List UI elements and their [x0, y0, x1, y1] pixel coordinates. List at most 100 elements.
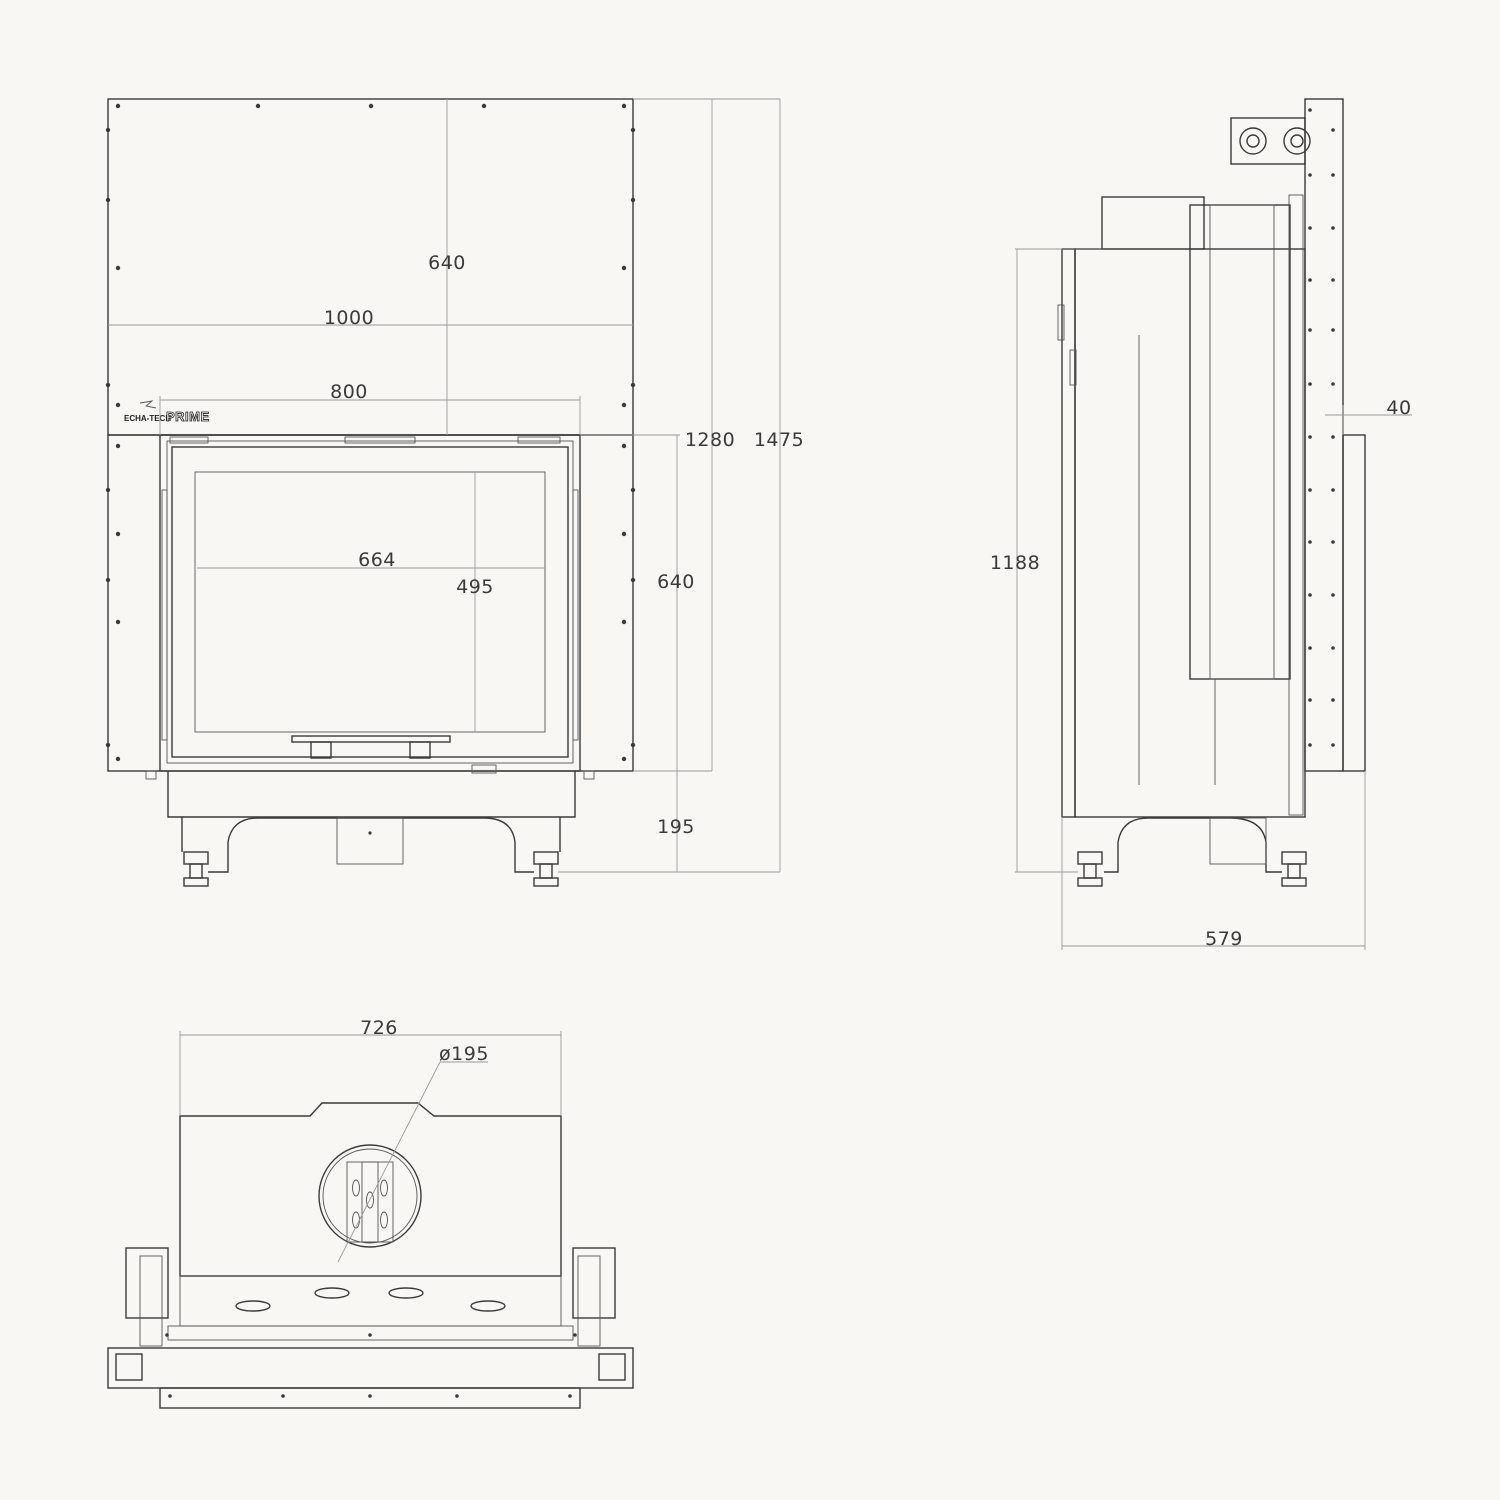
- front-bolt-14: [115, 619, 121, 625]
- front-bolt-24: [105, 487, 111, 493]
- logo-maker-text: ECHA-TECH: [124, 414, 171, 423]
- front-bolts: [105, 103, 636, 762]
- top-hinge-left: [139, 1255, 163, 1347]
- dim-label-opening-width: 800: [330, 381, 368, 403]
- front-bolt-10: [115, 443, 121, 449]
- top-front-frame: [107, 1347, 634, 1389]
- logo-mark-icon: [139, 400, 157, 409]
- dim-label-hood-height: 640: [428, 252, 466, 274]
- side-bolt-3: [1308, 173, 1312, 177]
- flue-slot-3: [380, 1179, 388, 1197]
- dim-label-glass-width: 664: [358, 549, 396, 571]
- side-front-frame: [1304, 98, 1344, 772]
- top-bolts: [165, 1333, 577, 1398]
- side-bolt-14: [1331, 435, 1335, 439]
- front-bolt-22: [105, 382, 111, 388]
- door-latch: [471, 764, 497, 774]
- flue-slot-2: [366, 1191, 374, 1209]
- front-bolt-4: [481, 103, 487, 109]
- side-exchanger-inner: [1209, 204, 1275, 680]
- door-handle-bar: [291, 735, 451, 743]
- dim-label-frame-offset: 40: [1386, 397, 1411, 419]
- front-bolt-3: [368, 103, 374, 109]
- vent-hole-1: [235, 1300, 271, 1312]
- front-bolt-1: [115, 103, 121, 109]
- top-dimensions: 726 ø195: [179, 1017, 562, 1263]
- side-flue-box: [1101, 196, 1205, 250]
- top-door-plate: [159, 1387, 581, 1409]
- dim-label-flue-diameter: ø195: [439, 1043, 489, 1065]
- air-inlet-box: [336, 817, 404, 865]
- door-top-clip-center: [344, 436, 416, 444]
- side-bolt-8: [1331, 278, 1335, 282]
- dim-label-base-height: 195: [657, 816, 695, 838]
- top-bolt-4: [168, 1394, 172, 1398]
- side-bolt-22: [1331, 646, 1335, 650]
- front-bolt-6: [115, 265, 121, 271]
- front-foot-left: [183, 851, 209, 887]
- front-bolt-11: [621, 443, 627, 449]
- vent-hole-2: [314, 1287, 350, 1299]
- glass-pane: [194, 471, 546, 733]
- side-bolt-1: [1308, 108, 1312, 112]
- top-door-edge: [167, 1325, 574, 1341]
- side-back-bracket-1: [1057, 304, 1065, 341]
- logo-product-text: PRIME: [166, 409, 210, 424]
- vent-hole-4: [470, 1300, 506, 1312]
- side-view: 1188 40 579: [990, 98, 1412, 950]
- dim-label-body-height: 1188: [990, 552, 1040, 574]
- side-bolt-26: [1331, 743, 1335, 747]
- front-frame-panel: [107, 434, 634, 772]
- front-dimensions: 640 1000 800 664 495 1280 1475 640 195: [108, 98, 804, 873]
- side-door-profile: [1342, 434, 1366, 772]
- side-bolt-2: [1331, 128, 1335, 132]
- top-frame-clip-right: [598, 1353, 626, 1381]
- front-bolt-28: [105, 742, 111, 748]
- side-bolt-23: [1308, 698, 1312, 702]
- dim-leader-flue: [337, 1061, 441, 1263]
- side-convection-duct: [1230, 117, 1306, 165]
- side-duct-core-left: [1246, 134, 1260, 148]
- side-bolt-6: [1331, 226, 1335, 230]
- front-bolt-8: [115, 402, 121, 408]
- side-bolt-25: [1308, 743, 1312, 747]
- dim-label-top-width: 726: [360, 1017, 398, 1039]
- front-hood-panel: [107, 98, 634, 436]
- side-duct-ring-right: [1283, 127, 1311, 155]
- front-bolt-12: [115, 531, 121, 537]
- top-frame-clip-left: [115, 1353, 143, 1381]
- door-top-clip-left: [169, 436, 209, 444]
- top-bolt-8: [568, 1394, 572, 1398]
- frame-foot-left: [145, 770, 157, 780]
- dim-label-total-width: 1000: [324, 307, 374, 329]
- front-bolt-25: [630, 487, 636, 493]
- flue-collar-inner: [322, 1148, 418, 1244]
- front-bolt-7: [621, 265, 627, 271]
- side-bolt-18: [1331, 540, 1335, 544]
- side-bolt-9: [1308, 328, 1312, 332]
- front-foot-right: [533, 851, 559, 887]
- side-bolts: [1308, 108, 1335, 747]
- front-view: ECHA-TECH PRIME 640 1000 800 664 495: [105, 98, 804, 887]
- brand-logo: ECHA-TECH PRIME: [124, 400, 210, 424]
- dim-label-door-height: 640: [657, 571, 695, 593]
- vent-hole-3: [388, 1287, 424, 1299]
- door-hinge-rail-left: [161, 489, 168, 741]
- front-bolt-15: [621, 619, 627, 625]
- door-top-clip-right: [517, 436, 561, 444]
- dim-label-depth: 579: [1205, 928, 1243, 950]
- top-plate: [179, 1102, 562, 1277]
- top-vent-strip: [179, 1275, 562, 1327]
- door-handle-foot-left: [310, 741, 332, 759]
- side-bolt-5: [1308, 226, 1312, 230]
- flue-collar-outer: [318, 1144, 422, 1248]
- side-foot-right: [1281, 851, 1307, 887]
- flue-slot-4: [352, 1211, 360, 1229]
- front-bolt-17: [621, 756, 627, 762]
- front-bolt-16: [115, 756, 121, 762]
- front-bolt-21: [630, 197, 636, 203]
- dim-label-total-height: 1475: [754, 429, 804, 451]
- side-bolt-11: [1308, 382, 1312, 386]
- side-back-bracket-2: [1069, 349, 1077, 386]
